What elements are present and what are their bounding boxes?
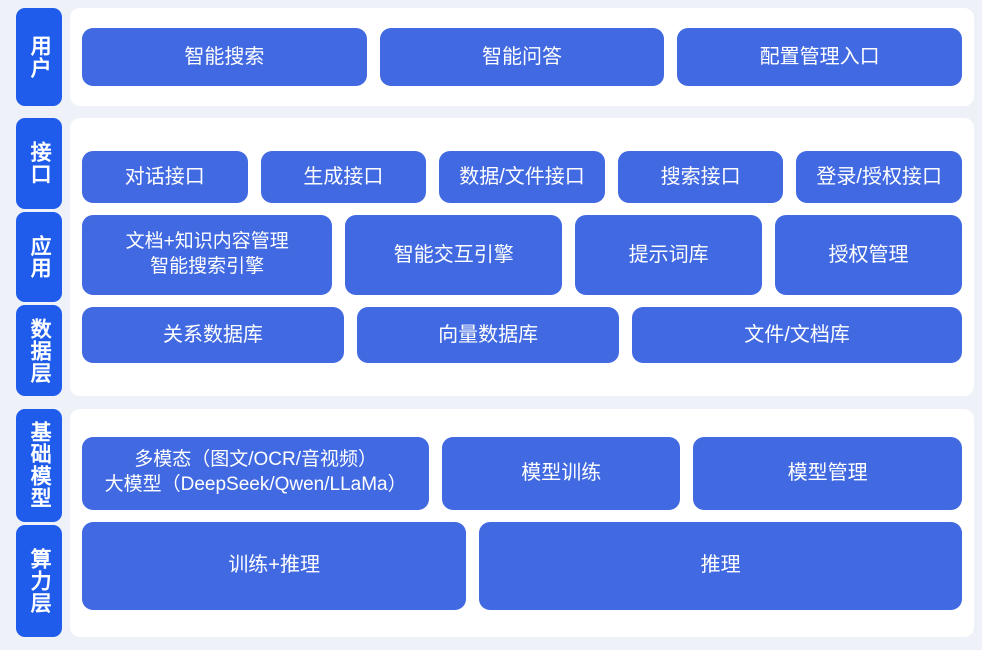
section-user: 用户 智能搜索 智能问答 配置管理入口 <box>0 8 982 106</box>
card-smart-qa[interactable]: 智能问答 <box>379 28 665 86</box>
row-model: 多模态（图文/OCR/音视频） 大模型（DeepSeek/Qwen/LLaMa）… <box>82 436 962 510</box>
layer-tab-interface[interactable]: 接口 <box>16 118 62 209</box>
card-file-document-store[interactable]: 文件/文档库 <box>632 307 963 363</box>
layer-tab-interface-label: 接口 <box>28 141 52 186</box>
layer-tab-compute-label: 算力层 <box>28 547 52 614</box>
card-doc-knowledge-management-line-1: 文档+知识内容管理 <box>125 231 289 253</box>
architecture-diagram: 用户 智能搜索 智能问答 配置管理入口 接口 应用 数据层 对话接 <box>0 8 982 650</box>
section-platform: 接口 应用 数据层 对话接口 生成接口 数据/文件接口 搜索接口 登录/授权接口… <box>0 118 982 397</box>
panel-user: 智能搜索 智能问答 配置管理入口 <box>70 8 974 106</box>
row-data: 关系数据库 向量数据库 文件/文档库 <box>82 307 963 363</box>
card-smart-interaction-engine[interactable]: 智能交互引擎 <box>345 215 563 295</box>
card-login-auth-api[interactable]: 登录/授权接口 <box>796 151 962 203</box>
card-data-file-api[interactable]: 数据/文件接口 <box>439 151 605 203</box>
layer-tab-user-label: 用户 <box>28 35 52 79</box>
layer-tab-data-label: 数据层 <box>28 317 52 384</box>
row-interface: 对话接口 生成接口 数据/文件接口 搜索接口 登录/授权接口 <box>82 151 962 203</box>
panel-platform: 对话接口 生成接口 数据/文件接口 搜索接口 登录/授权接口 文档+知识内容管理… <box>70 118 974 396</box>
layer-tab-application-label: 应用 <box>28 235 52 279</box>
card-doc-knowledge-management-line-2: 智能搜索引擎 <box>150 256 265 277</box>
card-model-management[interactable]: 模型管理 <box>693 436 962 510</box>
row-application: 文档+知识内容管理 智能搜索引擎 智能交互引擎 提示词库 授权管理 <box>82 215 962 295</box>
row-compute: 训练+推理 推理 <box>82 521 962 610</box>
tab-rail-platform: 接口 应用 数据层 <box>0 118 62 397</box>
card-search-api[interactable]: 搜索接口 <box>617 151 784 203</box>
layer-tab-user[interactable]: 用户 <box>16 8 62 106</box>
card-inference[interactable]: 推理 <box>479 521 962 610</box>
card-dialog-api[interactable]: 对话接口 <box>82 151 248 203</box>
card-vector-database[interactable]: 向量数据库 <box>357 307 620 363</box>
card-training-plus-inference[interactable]: 训练+推理 <box>82 521 467 610</box>
panel-base: 多模态（图文/OCR/音视频） 大模型（DeepSeek/Qwen/LLaMa）… <box>70 409 974 637</box>
section-base: 基础模型 算力层 多模态（图文/OCR/音视频） 大模型（DeepSeek/Qw… <box>0 409 982 637</box>
layer-tab-application[interactable]: 应用 <box>16 211 62 303</box>
card-config-management-entry[interactable]: 配置管理入口 <box>677 28 963 86</box>
tab-rail-base: 基础模型 算力层 <box>0 409 62 637</box>
card-prompt-library[interactable]: 提示词库 <box>575 215 763 295</box>
layer-tab-foundation-model-label: 基础模型 <box>28 421 52 510</box>
layer-tab-compute[interactable]: 算力层 <box>16 524 62 637</box>
card-doc-knowledge-management[interactable]: 文档+知识内容管理 智能搜索引擎 <box>82 215 333 295</box>
tab-rail-user: 用户 <box>0 8 62 106</box>
card-smart-search[interactable]: 智能搜索 <box>82 28 367 86</box>
card-multimodal-large-model[interactable]: 多模态（图文/OCR/音视频） 大模型（DeepSeek/Qwen/LLaMa） <box>82 436 430 510</box>
card-authorization-management[interactable]: 授权管理 <box>775 215 962 295</box>
row-user-entries: 智能搜索 智能问答 配置管理入口 <box>82 28 963 86</box>
card-generation-api[interactable]: 生成接口 <box>260 151 427 203</box>
layer-tab-foundation-model[interactable]: 基础模型 <box>16 409 62 522</box>
layer-tab-data[interactable]: 数据层 <box>16 305 62 397</box>
card-model-training[interactable]: 模型训练 <box>442 436 681 510</box>
card-multimodal-large-model-line-2: 大模型（DeepSeek/Qwen/LLaMa） <box>104 474 407 495</box>
card-multimodal-large-model-line-1: 多模态（图文/OCR/音视频） <box>134 449 377 471</box>
card-relational-database[interactable]: 关系数据库 <box>82 307 345 363</box>
